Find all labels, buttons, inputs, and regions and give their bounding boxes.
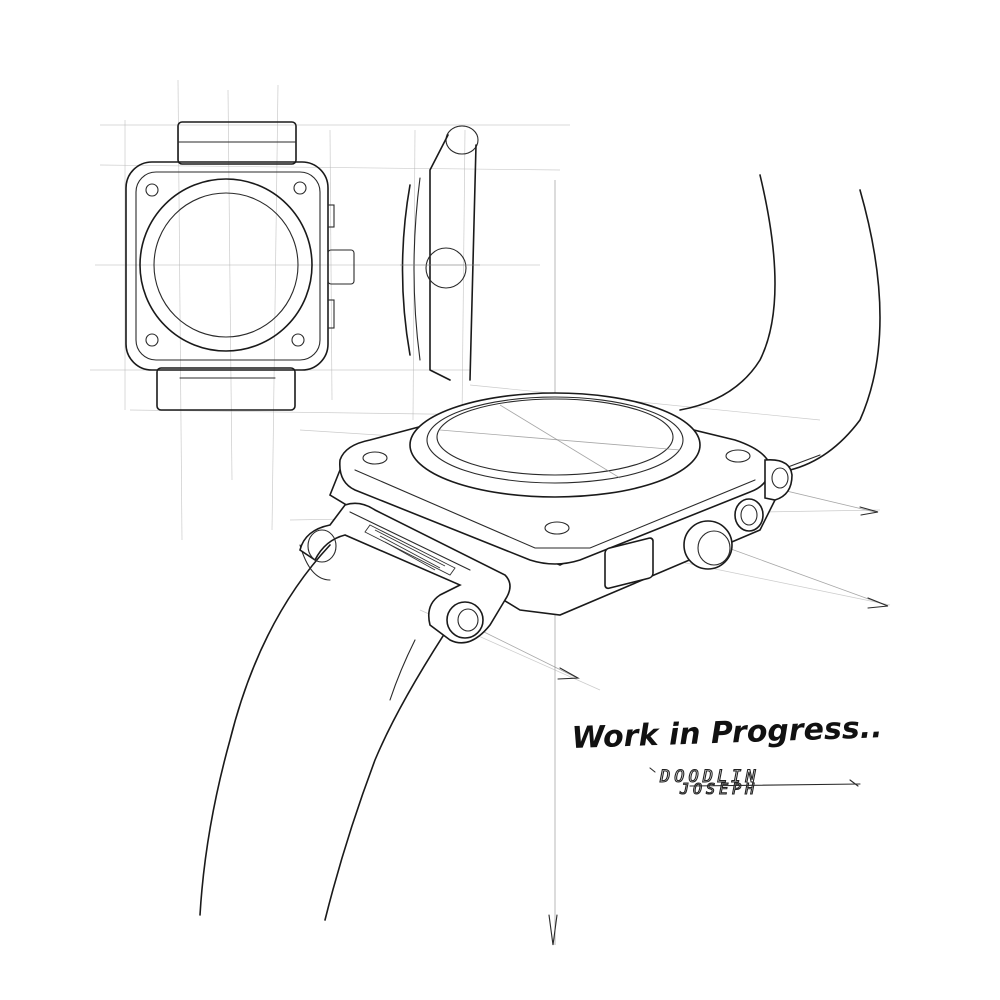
- signature-line1: DOODLIN: [659, 767, 760, 787]
- watch-lug-front: [299, 502, 511, 644]
- signature-line2: JOSEPH: [679, 780, 758, 798]
- watch-strap-top: [679, 174, 881, 471]
- watch-side-view: [400, 125, 480, 381]
- caption-block: Work in Progress.. DOODLIN JOSEPH: [571, 710, 883, 798]
- watch-case-perspective: [329, 392, 793, 616]
- watch-strap-bottom: [199, 544, 461, 921]
- watch-front-view: [125, 121, 355, 411]
- caption-title: Work in Progress..: [571, 710, 883, 756]
